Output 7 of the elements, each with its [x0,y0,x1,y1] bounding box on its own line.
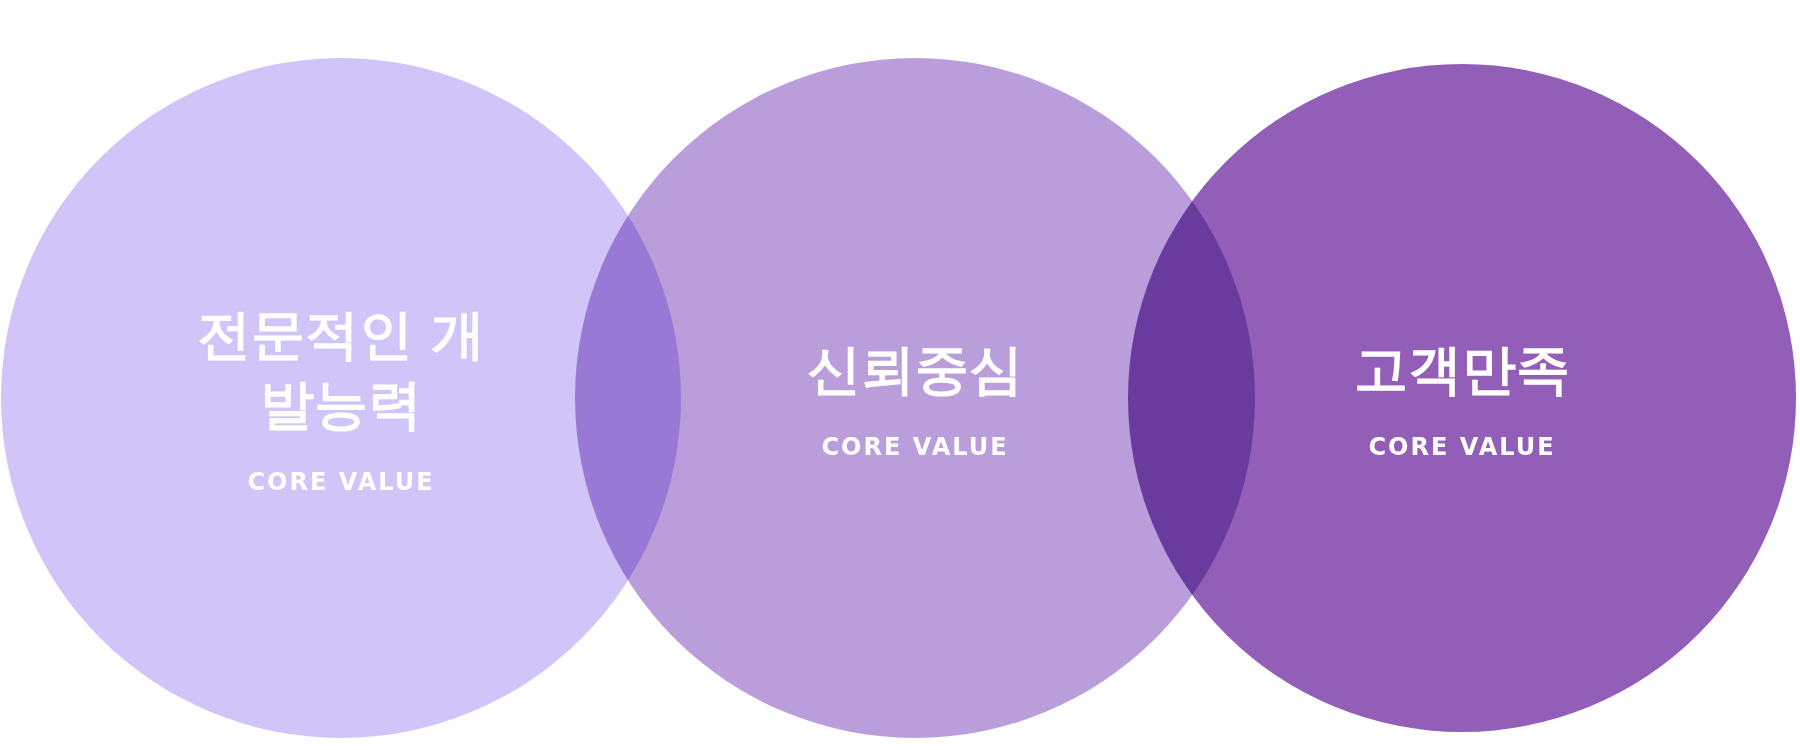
value-subtitle: CORE VALUE [821,433,1009,462]
value-subtitle: CORE VALUE [1368,433,1556,462]
venn-circle [1128,64,1796,732]
value-title: 고객만족 [1353,336,1571,403]
value-title: 전문적인 개발능력 [195,301,487,438]
value-subtitle: CORE VALUE [247,468,435,497]
value-title: 신뢰중심 [806,336,1024,403]
